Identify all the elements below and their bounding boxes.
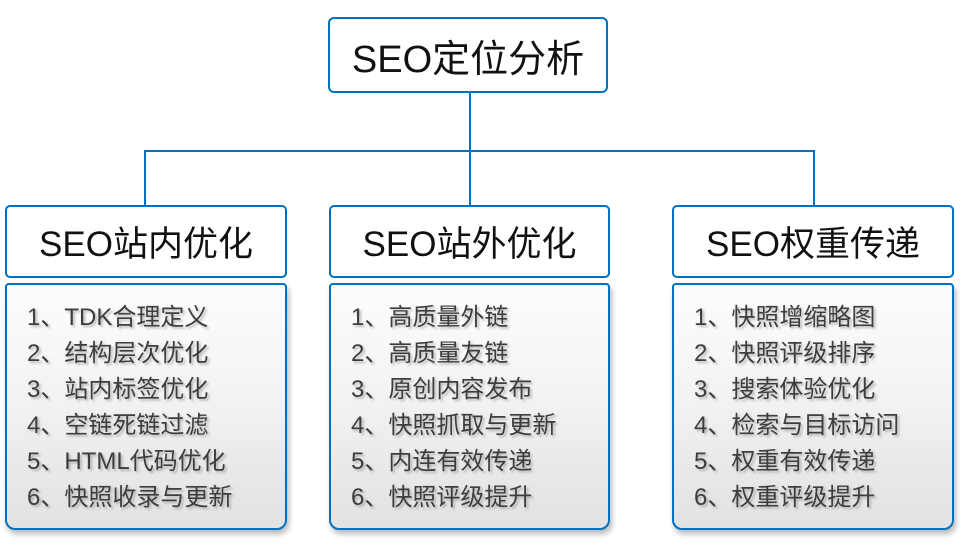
list-item: 4、快照抓取与更新 bbox=[351, 412, 557, 439]
branch-header-weight: SEO权重传递 bbox=[672, 205, 954, 278]
list-item: 3、原创内容发布 bbox=[351, 376, 533, 403]
connector-root-stem bbox=[469, 93, 471, 152]
list-item: 5、权重有效传递 bbox=[694, 448, 876, 475]
connector-drop-left bbox=[144, 150, 146, 207]
root-node: SEO定位分析 bbox=[328, 17, 608, 93]
list-item: 2、结构层次优化 bbox=[27, 340, 209, 367]
branch-list-offsite: 1、高质量外链 2、高质量友链 3、原创内容发布 4、快照抓取与更新 5、内连有… bbox=[329, 283, 610, 530]
list-item: 6、快照评级提升 bbox=[351, 484, 533, 511]
list-item: 4、空链死链过滤 bbox=[27, 412, 209, 439]
branch-header-onsite-label: SEO站内优化 bbox=[39, 225, 253, 264]
list-item: 3、站内标签优化 bbox=[27, 376, 209, 403]
branch-header-onsite: SEO站内优化 bbox=[5, 205, 287, 278]
list-item: 5、内连有效传递 bbox=[351, 448, 533, 475]
connector-horizontal bbox=[144, 150, 815, 152]
list-item: 6、权重评级提升 bbox=[694, 484, 876, 511]
list-item: 3、搜索体验优化 bbox=[694, 376, 876, 403]
list-item: 1、高质量外链 bbox=[351, 304, 509, 331]
branch-header-offsite: SEO站外优化 bbox=[329, 205, 610, 278]
root-node-label: SEO定位分析 bbox=[351, 38, 585, 81]
list-item: 4、检索与目标访问 bbox=[694, 412, 900, 439]
connector-drop-right bbox=[813, 150, 815, 207]
branch-list-weight: 1、快照增缩略图 2、快照评级排序 3、搜索体验优化 4、检索与目标访问 5、权… bbox=[672, 283, 954, 530]
list-item: 1、TDK合理定义 bbox=[27, 304, 209, 331]
branch-list-onsite: 1、TDK合理定义 2、结构层次优化 3、站内标签优化 4、空链死链过滤 5、H… bbox=[5, 283, 287, 530]
list-item: 5、HTML代码优化 bbox=[27, 448, 226, 475]
list-item: 1、快照增缩略图 bbox=[694, 304, 876, 331]
connector-drop-middle bbox=[469, 150, 471, 207]
list-item: 6、快照收录与更新 bbox=[27, 484, 233, 511]
branch-header-weight-label: SEO权重传递 bbox=[706, 225, 920, 264]
list-item: 2、高质量友链 bbox=[351, 340, 509, 367]
branch-header-offsite-label: SEO站外优化 bbox=[362, 225, 577, 264]
list-item: 2、快照评级排序 bbox=[694, 340, 876, 367]
